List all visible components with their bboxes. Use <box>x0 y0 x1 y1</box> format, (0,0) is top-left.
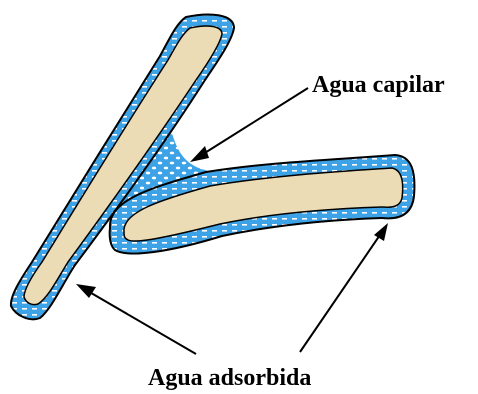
capillary-water-label: Agua capilar <box>312 72 445 98</box>
capillary-arrow <box>190 88 308 162</box>
adsorbed-arrow-right <box>300 223 388 352</box>
adsorbed-water-label: Agua adsorbida <box>148 365 311 391</box>
adsorbed-arrow-left <box>76 284 196 354</box>
